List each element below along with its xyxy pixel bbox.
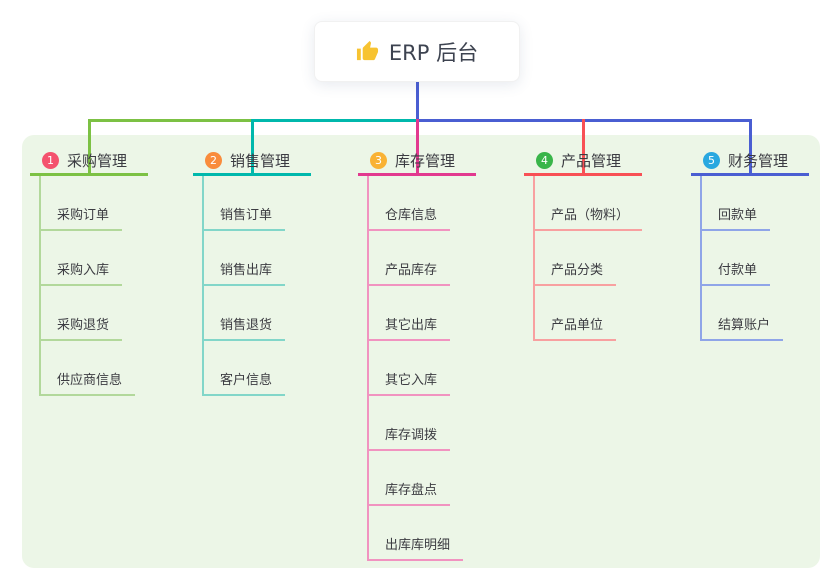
child-node[interactable]: 产品库存 (369, 231, 463, 286)
thumbs-up-icon (356, 40, 379, 63)
child-label: 结算账户 (702, 314, 784, 341)
connector-drop (87, 119, 91, 176)
branch-label: 销售管理 (230, 151, 291, 170)
child-node[interactable]: 结算账户 (702, 286, 784, 341)
child-label: 客户信息 (204, 369, 286, 396)
branch-label: 产品管理 (561, 151, 622, 170)
child-node[interactable]: 产品单位 (535, 286, 642, 341)
child-label: 销售订单 (204, 204, 286, 231)
connector-drop (581, 119, 585, 176)
connector-bus (87, 119, 254, 122)
child-label: 其它入库 (369, 369, 451, 396)
mindmap-panel (22, 135, 820, 568)
branch-header-4[interactable]: 4 产品管理 (524, 147, 642, 176)
child-node[interactable]: 采购订单 (41, 176, 135, 231)
child-node[interactable]: 仓库信息 (369, 176, 463, 231)
child-node[interactable]: 产品分类 (535, 231, 642, 286)
branch-header-5[interactable]: 5 财务管理 (691, 147, 809, 176)
child-node[interactable]: 其它入库 (369, 341, 463, 396)
child-label: 其它出库 (369, 314, 451, 341)
branch-header-1[interactable]: 1 采购管理 (30, 147, 148, 176)
child-label: 仓库信息 (369, 204, 451, 231)
child-node[interactable]: 销售退货 (204, 286, 286, 341)
child-label: 采购退货 (41, 314, 123, 341)
child-node[interactable]: 销售出库 (204, 231, 286, 286)
branch-label: 库存管理 (395, 151, 456, 170)
child-label: 产品库存 (369, 259, 451, 286)
branch-children: 仓库信息产品库存其它出库其它入库库存调拨库存盘点出库库明细 (367, 176, 464, 561)
child-label: 付款单 (702, 259, 771, 286)
child-node[interactable]: 回款单 (702, 176, 783, 231)
connector-bus (250, 119, 419, 122)
child-node[interactable]: 出库库明细 (369, 506, 464, 561)
child-label: 采购订单 (41, 204, 123, 231)
child-label: 采购入库 (41, 259, 123, 286)
child-node[interactable]: 销售订单 (204, 176, 286, 231)
branch-badge: 2 (205, 151, 222, 169)
child-label: 出库库明细 (369, 534, 464, 561)
branch-badge: 1 (42, 151, 59, 169)
connector-drop (748, 119, 752, 176)
child-node[interactable]: 其它出库 (369, 286, 463, 341)
connector-drop (250, 119, 254, 176)
branch-children: 产品（物料） 产品分类产品单位 (533, 176, 643, 341)
branch-label: 采购管理 (67, 151, 128, 170)
connector-root-drop (415, 82, 419, 122)
branch-badge: 5 (703, 151, 720, 169)
branch-children: 销售订单销售出库销售退货客户信息 (202, 176, 286, 396)
child-label: 回款单 (702, 204, 771, 231)
child-label: 销售出库 (204, 259, 286, 286)
child-node[interactable]: 付款单 (702, 231, 783, 286)
child-label: 产品（物料） (535, 204, 643, 231)
child-node[interactable]: 库存调拨 (369, 396, 463, 451)
child-node[interactable]: 客户信息 (204, 341, 286, 396)
child-label: 销售退货 (204, 314, 286, 341)
child-label: 产品单位 (535, 314, 617, 341)
root-label: ERP 后台 (388, 40, 479, 65)
branch-header-3[interactable]: 3 库存管理 (358, 147, 476, 176)
branch-label: 财务管理 (728, 151, 789, 170)
child-node[interactable]: 供应商信息 (41, 341, 136, 396)
branch-header-2[interactable]: 2 销售管理 (193, 147, 311, 176)
child-label: 供应商信息 (41, 369, 136, 396)
connector-drop (415, 119, 419, 176)
child-label: 库存调拨 (369, 424, 451, 451)
root-node[interactable]: ERP 后台 (314, 21, 520, 82)
branch-badge: 3 (370, 151, 387, 169)
child-label: 库存盘点 (369, 479, 451, 506)
child-node[interactable]: 采购入库 (41, 231, 135, 286)
branch-badge: 4 (536, 151, 553, 169)
child-node[interactable]: 产品（物料） (535, 176, 643, 231)
child-label: 产品分类 (535, 259, 617, 286)
child-node[interactable]: 库存盘点 (369, 451, 463, 506)
branch-children: 采购订单采购入库采购退货供应商信息 (39, 176, 136, 396)
branch-children: 回款单付款单结算账户 (700, 176, 784, 341)
child-node[interactable]: 采购退货 (41, 286, 135, 341)
